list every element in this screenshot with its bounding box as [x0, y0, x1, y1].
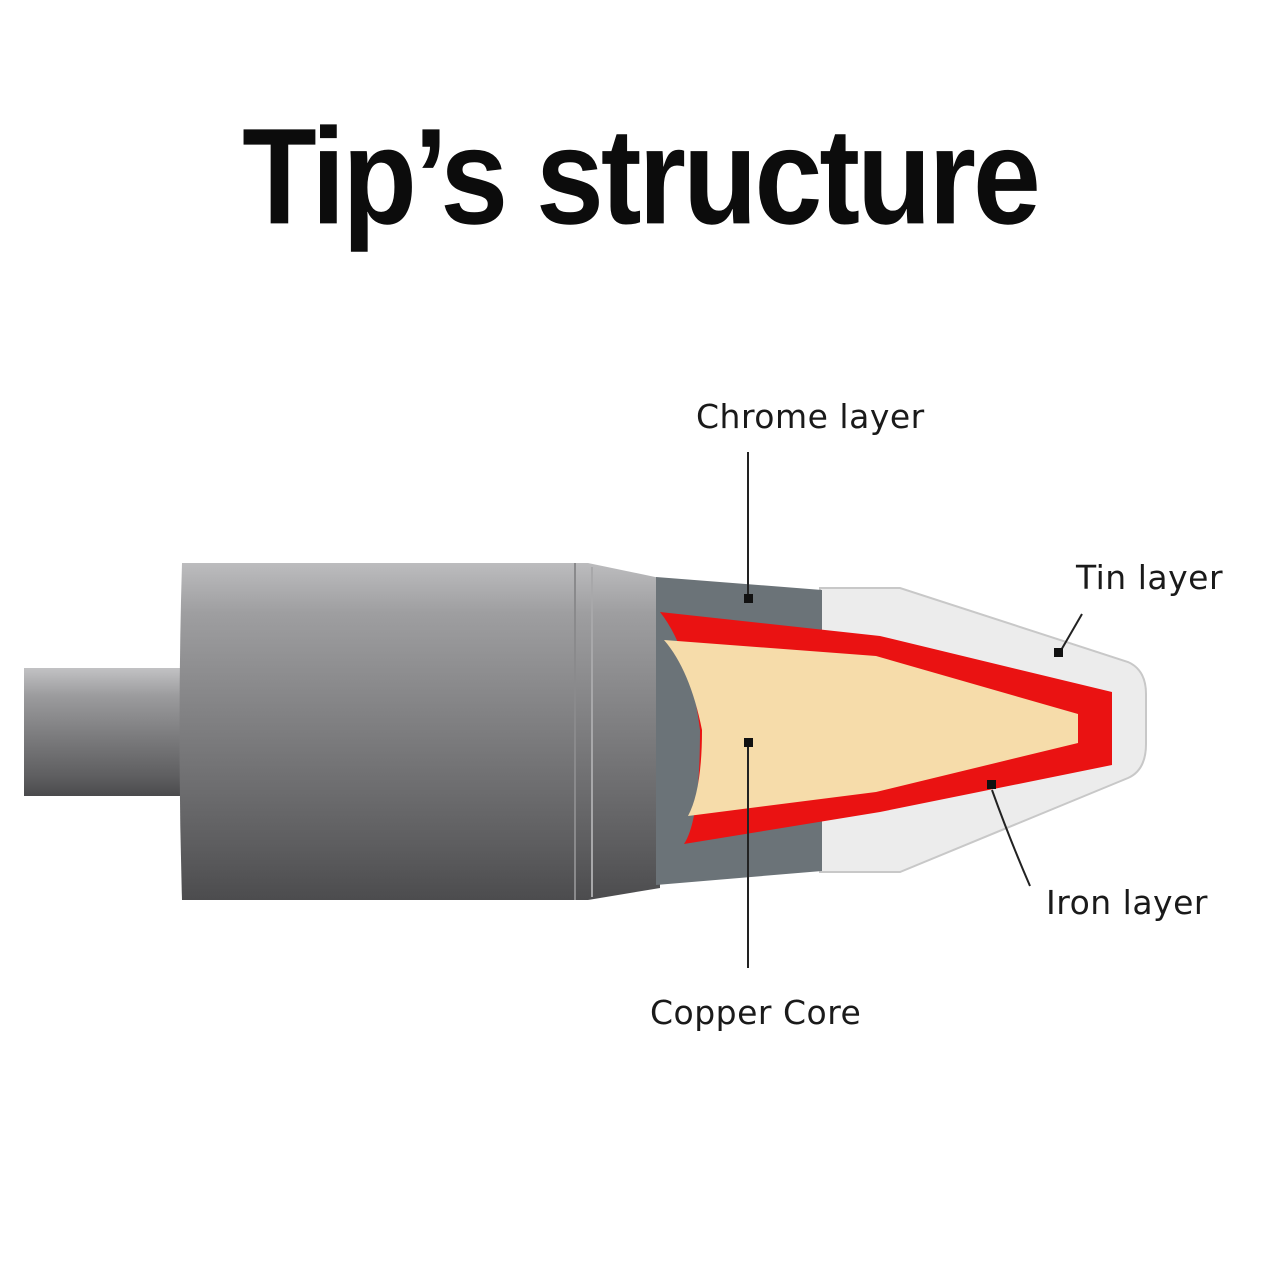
tin-leader-line — [1059, 613, 1083, 653]
chrome-marker-dot — [744, 594, 753, 603]
copper-marker-dot — [744, 738, 753, 747]
rear-shaft — [24, 668, 190, 796]
iron-marker-dot — [987, 780, 996, 789]
tip-body — [179, 563, 660, 900]
iron-layer-label: Iron layer — [1046, 883, 1208, 922]
iron-leader-line — [991, 789, 1031, 887]
copper-core-label: Copper Core — [650, 993, 861, 1032]
chrome-layer-label: Chrome layer — [696, 397, 925, 436]
tin-layer-label: Tin layer — [1075, 558, 1223, 597]
diagram-title: Tip’s structure — [242, 100, 1041, 253]
tin-marker-dot — [1054, 648, 1063, 657]
copper-core — [664, 640, 1078, 816]
